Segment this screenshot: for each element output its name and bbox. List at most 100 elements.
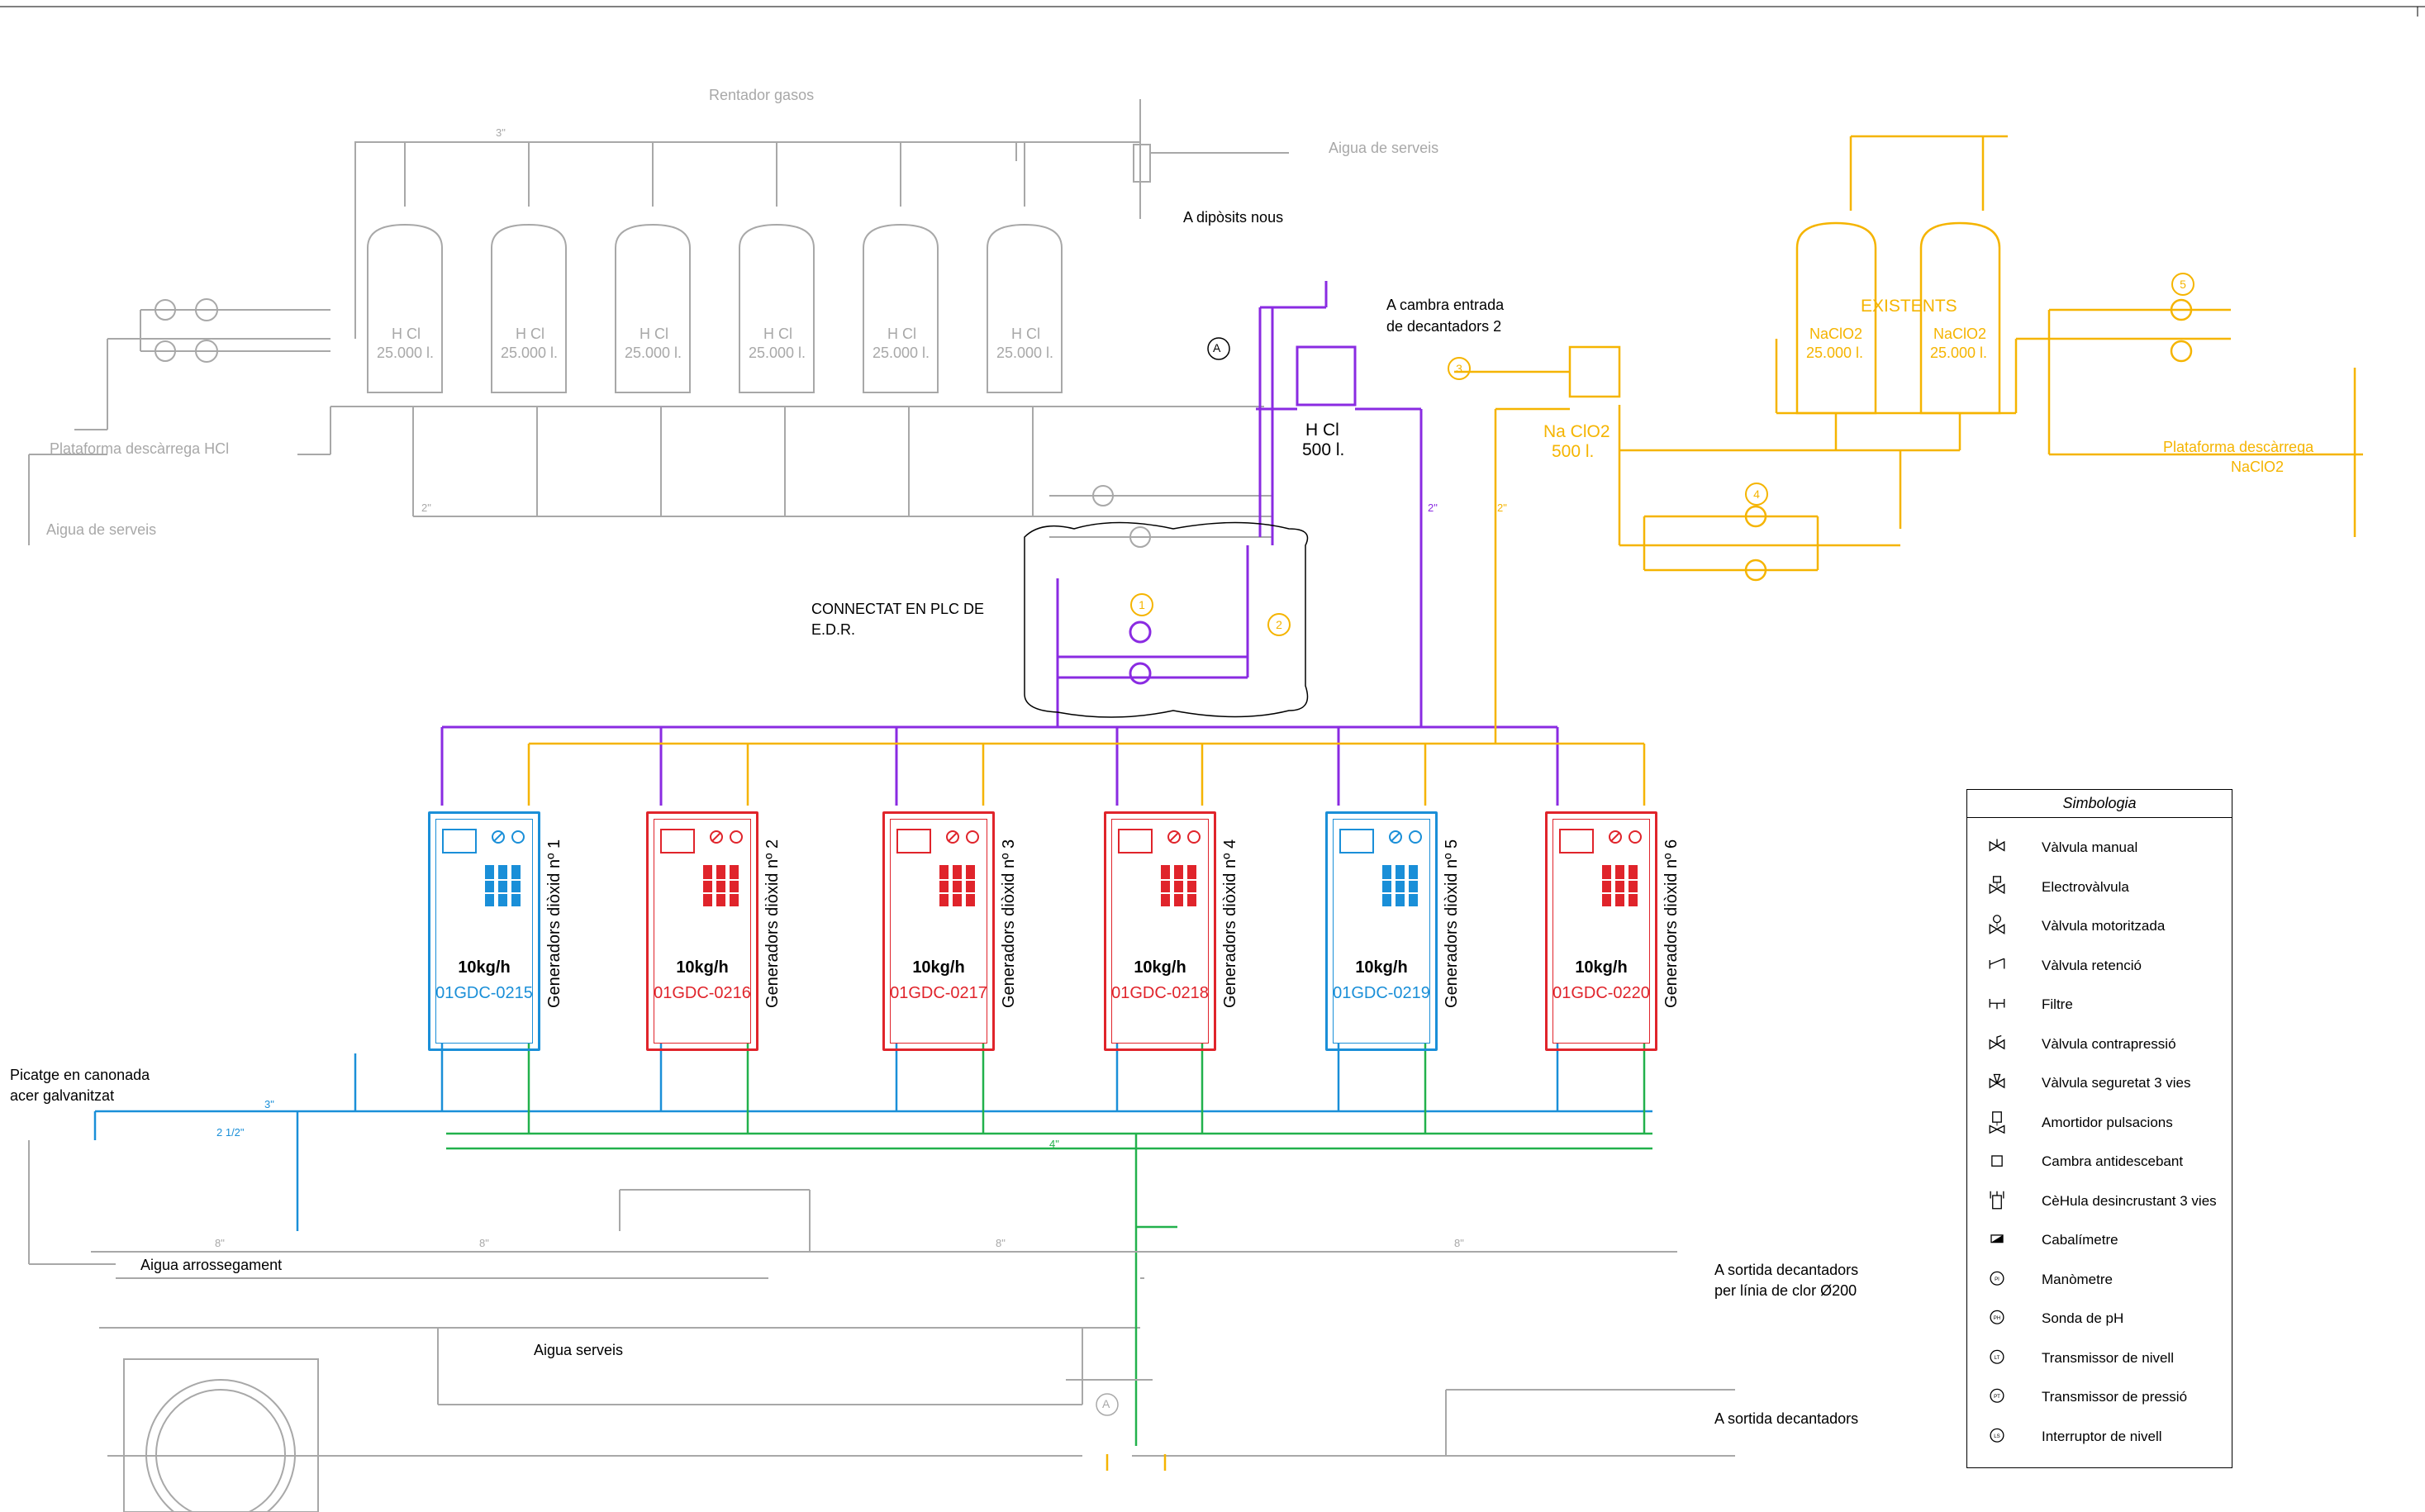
svg-text:LS: LS: [1994, 1433, 1999, 1438]
generator-label: Generadors diòxid nº 5: [1443, 839, 1461, 1008]
pipe-size: 2": [421, 502, 431, 514]
legend-item-label: Cabalímetre: [2042, 1232, 2118, 1248]
safety-valve-icon: [1989, 1073, 2005, 1089]
naclo2-tank-2-name: NaClO2: [1933, 326, 1987, 342]
decantadors2-label: de decantadors 2: [1386, 318, 1502, 335]
hcl500-vol: 500 l.: [1302, 440, 1345, 459]
legend-item-label: Transmissor de nivell: [2042, 1349, 2174, 1366]
legend-item: Vàlvula contrapressió: [1967, 1029, 2232, 1063]
pipe-size: 8": [215, 1237, 225, 1249]
pipe-size: 4": [1049, 1138, 1059, 1150]
marker-3: 3: [1448, 357, 1471, 380]
marker-2: 2: [1267, 613, 1291, 636]
legend-item: Vàlvula motoritzada: [1967, 911, 2232, 944]
generator-label: Generadors diòxid nº 3: [1000, 839, 1018, 1008]
hcl-tank-4-vol: 25.000 l.: [749, 345, 806, 361]
generator-capacity: 10kg/h: [458, 958, 511, 977]
level-transmitter-icon: LT: [1990, 1349, 2004, 1364]
generator-1[interactable]: 10kg/h 01GDC-0215: [428, 811, 540, 1051]
marker-a-top: [1207, 337, 1230, 360]
generator-frame: [890, 819, 987, 1044]
aigua-serveis-bottom-label: Aigua serveis: [534, 1342, 624, 1358]
backpressure-valve-icon: [1989, 1034, 2005, 1049]
display-screen-icon: [1339, 829, 1374, 853]
legend-item: LT Transmissor de nivell: [1967, 1343, 2232, 1376]
legend-item: CèHula desincrustant 3 vies: [1967, 1186, 2232, 1220]
legend-item-label: Transmissor de pressió: [2042, 1389, 2188, 1405]
control-buttons-icon: [710, 830, 743, 844]
cambra-entrada-label: A cambra entrada: [1386, 297, 1505, 313]
legend-item: Vàlvula retenció: [1967, 951, 2232, 984]
generator-label: Generadors diòxid nº 6: [1662, 839, 1681, 1008]
generator-3[interactable]: 10kg/h 01GDC-0217: [882, 811, 995, 1051]
display-screen-icon: [1118, 829, 1153, 853]
hcl-tank-5-vol: 25.000 l.: [873, 345, 930, 361]
legend-item-label: Amortidor pulsacions: [2042, 1114, 2173, 1130]
generator-capacity: 10kg/h: [1355, 958, 1408, 977]
pipe-size: 3": [264, 1098, 274, 1110]
generator-id: 01GDC-0217: [890, 984, 987, 1002]
legend-item-label: Interruptor de nivell: [2042, 1428, 2162, 1444]
marker-a-label: A: [1213, 341, 1221, 354]
pipe-size: 8": [1454, 1237, 1464, 1249]
naclo2-tank-1-vol: 25.000 l.: [1806, 345, 1864, 361]
svg-text:LT: LT: [1995, 1354, 2000, 1360]
legend-item-label: Vàlvula motoritzada: [2042, 918, 2166, 934]
rentador-label: Rentador gasos: [709, 87, 815, 103]
legend-item-label: CèHula desincrustant 3 vies: [2042, 1192, 2217, 1209]
dampener-icon: [1989, 1110, 2005, 1134]
generator-capacity: 10kg/h: [1575, 958, 1628, 977]
generator-capacity: 10kg/h: [912, 958, 965, 977]
cell-bars-icon: [1381, 865, 1422, 906]
cell-bars-icon: [701, 865, 743, 906]
ph-probe-icon: PH: [1990, 1310, 2004, 1324]
plc-label-b: E.D.R.: [811, 621, 856, 638]
motorized-valve-icon: [1989, 915, 2005, 934]
legend-title: Simbologia: [1967, 795, 2232, 818]
generator-id: 01GDC-0218: [1111, 984, 1209, 1002]
generator-id: 01GDC-0215: [435, 984, 533, 1002]
legend-item-label: Filtre: [2042, 996, 2073, 1012]
pipe-size: 2 1/2": [216, 1126, 245, 1139]
plc-label-a: CONNECTAT EN PLC DE: [811, 601, 985, 617]
generator-id: 01GDC-0216: [654, 984, 751, 1002]
sortida1-label-a: A sortida decantadors: [1714, 1262, 1859, 1278]
svg-text:PH: PH: [1994, 1315, 2001, 1321]
generator-label: Generadors diòxid nº 4: [1221, 839, 1239, 1008]
plataforma-naclo2-label-b: NaClO2: [2231, 459, 2285, 475]
filter-icon: [1989, 999, 2005, 1010]
naclo2-500-name: Na ClO2: [1543, 422, 1610, 441]
naclo2-tank-1-name: NaClO2: [1809, 326, 1863, 342]
plataforma-hcl-label: Plataforma descàrrega HCl: [50, 440, 230, 457]
diposits-nous-label: A dipòsits nous: [1183, 209, 1284, 226]
solenoid-valve-icon: [1989, 875, 2005, 894]
pipe-size: 8": [996, 1237, 1006, 1249]
legend-item: Electrovàlvula: [1967, 872, 2232, 906]
hcl-tank-4-name: H Cl: [763, 326, 792, 342]
hcl-tank-2-vol: 25.000 l.: [501, 345, 559, 361]
legend-item: Cabalímetre: [1967, 1225, 2232, 1258]
cell-bars-icon: [1600, 865, 1642, 906]
legend-item: Amortidor pulsacions: [1967, 1108, 2232, 1141]
flowmeter-icon: [1990, 1234, 2004, 1243]
picatge-label-a: Picatge en canonada: [10, 1067, 150, 1083]
legend-item-label: Manòmetre: [2042, 1271, 2113, 1287]
cell-bars-icon: [938, 865, 979, 906]
control-buttons-icon: [1609, 830, 1642, 844]
plataforma-naclo2-label-a: Plataforma descàrrega: [2163, 439, 2314, 455]
sortida1-label-b: per línia de clor Ø200: [1714, 1282, 1857, 1299]
cell-bars-icon: [1159, 865, 1201, 906]
control-buttons-icon: [946, 830, 979, 844]
hcl-tank-6-name: H Cl: [1011, 326, 1040, 342]
display-screen-icon: [896, 829, 931, 853]
legend-item-label: Vàlvula retenció: [2042, 957, 2142, 973]
naclo2-section: [527, 135, 2363, 1471]
